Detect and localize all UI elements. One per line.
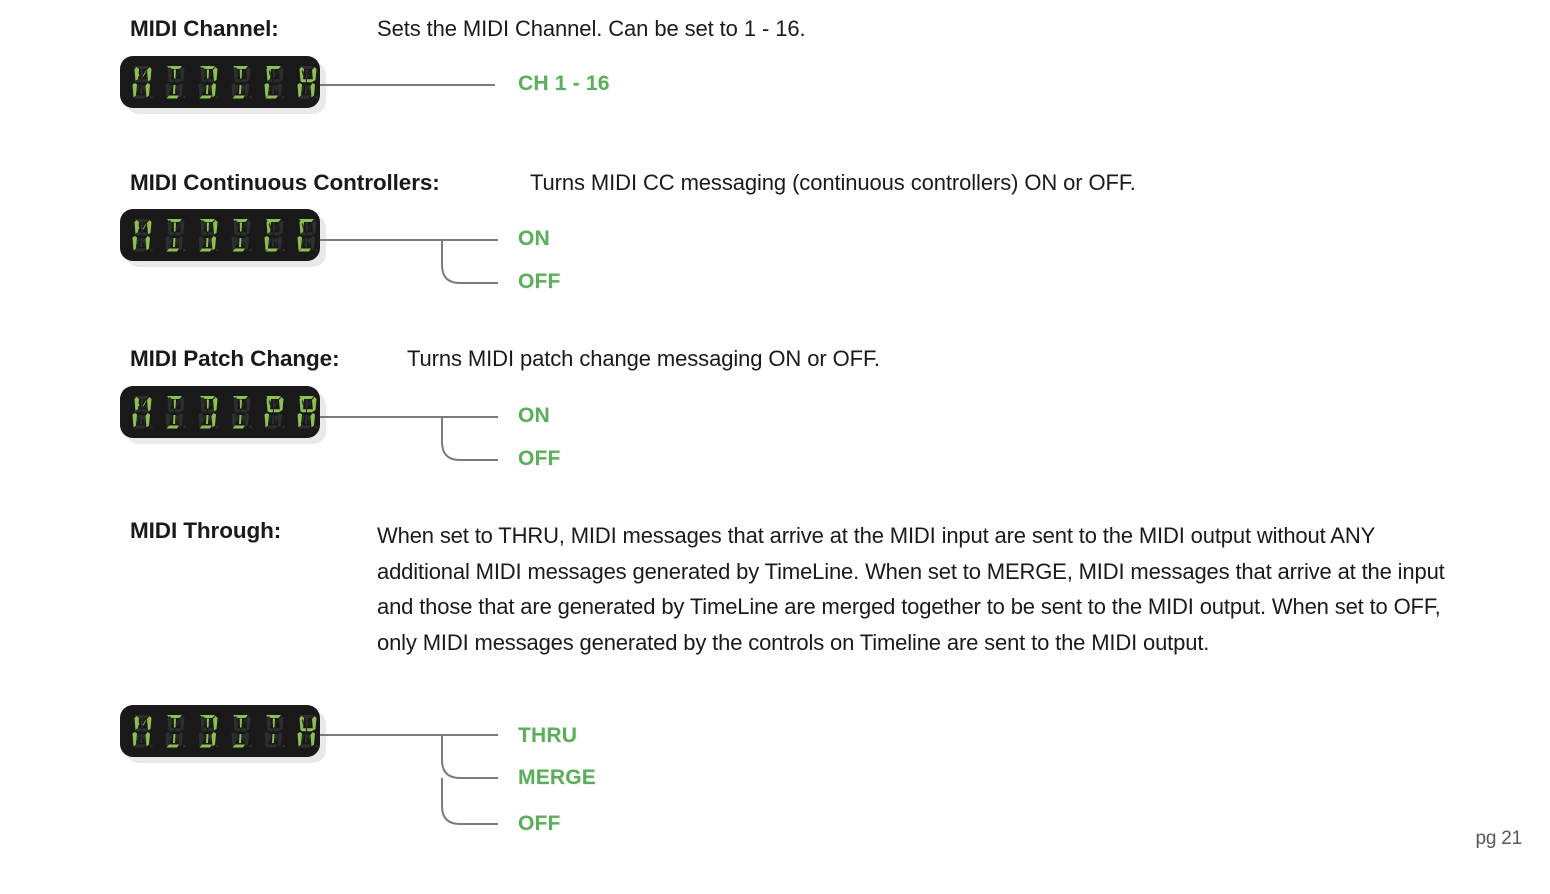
section-description: Sets the MIDI Channel. Can be set to 1 -… [377, 16, 806, 41]
heading-row-midi-patch-change: MIDI Patch Change: Turns MIDI patch chang… [130, 346, 880, 372]
led-character [294, 218, 319, 252]
led-character [195, 395, 220, 429]
option-label-thru: THRU [518, 724, 578, 747]
connector-midi-channel [320, 84, 495, 86]
led-character [129, 218, 154, 252]
led-character [162, 218, 187, 252]
led-display-midi-cc[interactable] [120, 209, 326, 267]
connector-midi-patch-change [320, 416, 498, 461]
led-character [162, 65, 187, 99]
led-character [162, 714, 187, 748]
led-display-midi-through[interactable] [120, 705, 326, 763]
option-label-on: ON [518, 404, 550, 427]
section-heading: MIDI Patch Change: [130, 346, 340, 371]
option-label-off: OFF [518, 270, 561, 293]
option-label-off: OFF [518, 812, 561, 835]
section-description: Turns MIDI CC messaging (continuous cont… [530, 170, 1136, 195]
led-character [228, 218, 253, 252]
led-display-panel [120, 705, 320, 757]
led-character [261, 65, 286, 99]
led-character [294, 395, 319, 429]
option-label-off: OFF [518, 447, 561, 470]
led-display-panel [120, 209, 320, 261]
section-heading: MIDI Through: [130, 518, 282, 543]
led-character [195, 218, 220, 252]
led-display-midi-channel[interactable] [120, 56, 326, 114]
option-label-ch-1-16: CH 1 - 16 [518, 72, 610, 95]
led-character [294, 65, 319, 99]
option-label-merge: MERGE [518, 766, 597, 789]
heading-row-midi-channel: MIDI Channel: Sets the MIDI Channel. Can … [130, 16, 806, 42]
option-label-on: ON [518, 227, 550, 250]
led-display-midi-patch-change[interactable] [120, 386, 326, 444]
section-heading: MIDI Channel: [130, 16, 279, 41]
section-description: Turns MIDI patch change messaging ON or … [407, 346, 880, 371]
heading-row-midi-through: MIDI Through: [130, 518, 377, 544]
led-character [228, 395, 253, 429]
page-number: pg 21 [1475, 828, 1522, 849]
led-character [228, 65, 253, 99]
led-character [294, 714, 319, 748]
section-heading: MIDI Continuous Controllers: [130, 170, 440, 195]
led-character [261, 218, 286, 252]
heading-row-midi-cc: MIDI Continuous Controllers: Turns MIDI C… [130, 170, 1136, 196]
led-character [129, 714, 154, 748]
led-character [195, 714, 220, 748]
led-character [129, 395, 154, 429]
led-character [195, 65, 220, 99]
led-character [261, 714, 286, 748]
led-display-panel [120, 56, 320, 108]
led-character [162, 395, 187, 429]
led-character [129, 65, 154, 99]
led-character [261, 395, 286, 429]
section-description: When set to THRU, MIDI messages that arr… [377, 523, 1445, 655]
connector-midi-cc [320, 239, 498, 284]
led-display-panel [120, 386, 320, 438]
connector-midi-through [320, 734, 498, 825]
led-character [228, 714, 253, 748]
